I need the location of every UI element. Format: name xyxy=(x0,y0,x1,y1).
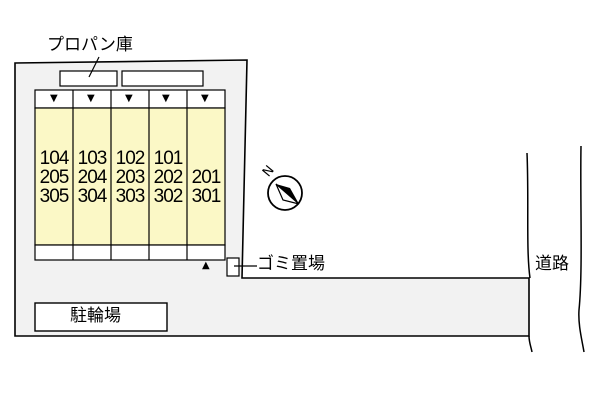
triangle-down-icon: ▼ xyxy=(50,93,58,104)
unit-number: 302 xyxy=(153,186,184,207)
triangle-down-icon: ▼ xyxy=(201,93,209,104)
triangle-up-icon: ▲ xyxy=(202,260,210,271)
bicycle-parking-label: 駐輪場 xyxy=(70,306,121,326)
unit-number: 104 xyxy=(39,148,70,169)
building-bottom-strip xyxy=(34,244,226,261)
unit-dividers xyxy=(72,90,188,260)
road-edge-right xyxy=(578,145,585,353)
bicycle-parking-box xyxy=(34,302,168,332)
unit-number: 303 xyxy=(115,186,146,207)
road-edge-left xyxy=(526,152,533,353)
unit-number: 103 xyxy=(77,148,108,169)
triangle-down-icon: ▼ xyxy=(87,93,95,104)
unit-number: 205 xyxy=(39,167,70,188)
triangle-down-icon: ▼ xyxy=(162,93,170,104)
unit-number: 203 xyxy=(115,167,146,188)
propane-storage-box xyxy=(59,70,118,87)
building-units xyxy=(34,107,226,246)
road-label: 道路 xyxy=(535,254,569,274)
unit-number: 204 xyxy=(77,167,108,188)
garbage-area-label: ゴミ置場 xyxy=(257,254,325,274)
triangle-down-icon: ▼ xyxy=(125,93,133,104)
north-arrow-icon xyxy=(267,175,303,211)
unit-number: 102 xyxy=(115,148,146,169)
unit-number: 101 xyxy=(153,148,184,169)
unit-number: 201 xyxy=(191,167,222,188)
storage-box xyxy=(121,70,204,87)
garbage-area-box xyxy=(226,257,240,277)
unit-number: 304 xyxy=(77,186,108,207)
unit-number: 301 xyxy=(191,186,222,207)
propane-leader xyxy=(88,56,100,78)
unit-number: 305 xyxy=(39,186,70,207)
propane-storage-label: プロパン庫 xyxy=(47,35,133,55)
unit-number: 202 xyxy=(153,167,184,188)
